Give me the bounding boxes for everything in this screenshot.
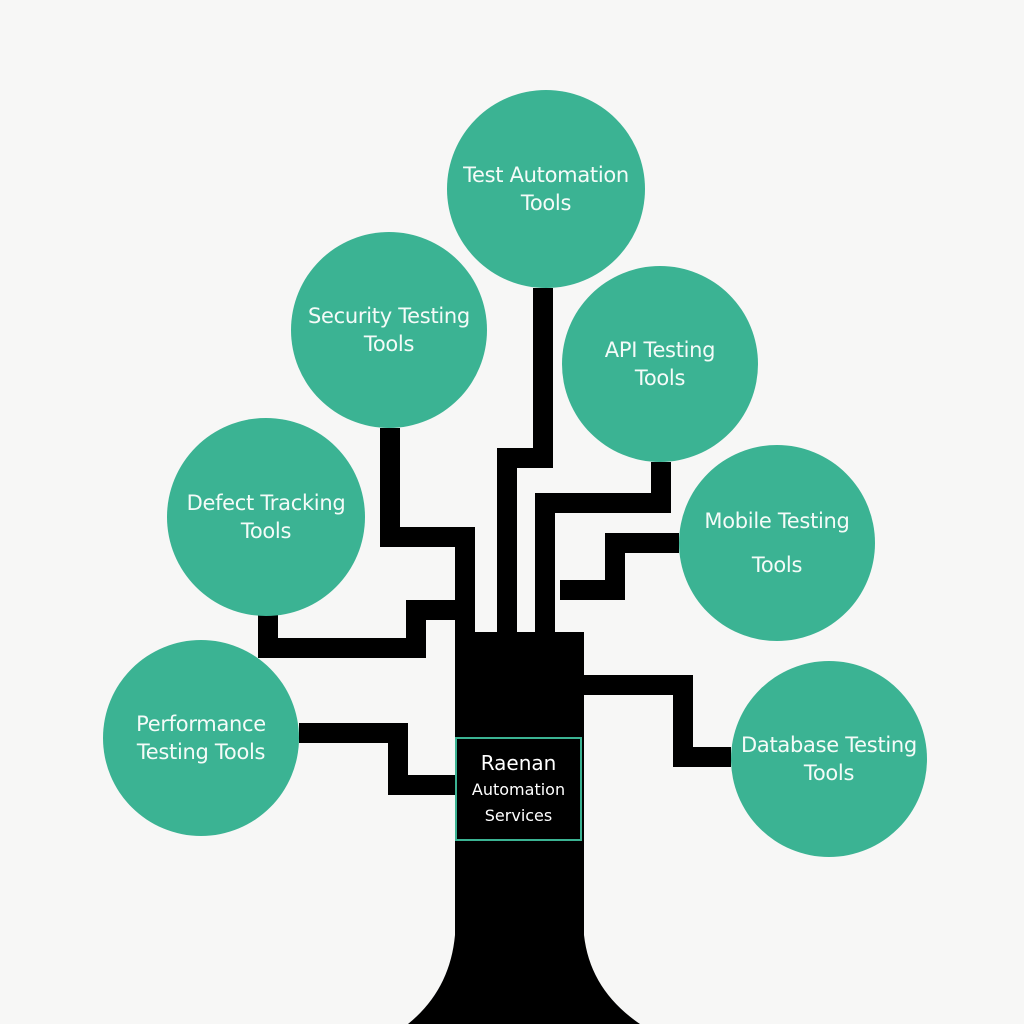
trunk-label-line-2: Automation bbox=[471, 780, 566, 799]
node-defect-line-2: Tools bbox=[240, 519, 292, 543]
node-database-testing-tools: Database Testing Tools bbox=[731, 661, 927, 857]
node-security-testing-tools: Security Testing Tools bbox=[291, 232, 487, 428]
node-db-line-1: Database Testing bbox=[741, 733, 917, 757]
branch-api-testing bbox=[535, 462, 671, 636]
node-defect-line-1: Defect Tracking bbox=[186, 491, 346, 515]
node-sec-line-2: Tools bbox=[363, 332, 415, 356]
trunk-label-title: Raenan bbox=[480, 751, 557, 775]
node-defect-tracking-tools: Defect Tracking Tools bbox=[167, 418, 365, 616]
branch-defect-tracking bbox=[258, 600, 462, 658]
node-sec-line-1: Security Testing bbox=[308, 304, 470, 328]
branch-mobile-testing bbox=[560, 533, 679, 600]
node-api-line-2: Tools bbox=[634, 366, 686, 390]
node-mobile-line-2: Tools bbox=[751, 553, 803, 577]
trunk-label-box: Raenan Automation Services bbox=[455, 737, 582, 841]
node-mobile-line-1: Mobile Testing bbox=[704, 509, 850, 533]
trunk bbox=[408, 632, 640, 1024]
node-test-automation-tools: Test Automation Tools bbox=[447, 90, 645, 288]
branch-performance-testing bbox=[299, 723, 460, 795]
trunk-label-line-3: Services bbox=[484, 806, 553, 825]
node-test-line-1: Test Automation bbox=[463, 163, 629, 187]
node-perf-line-2: Testing Tools bbox=[136, 740, 266, 764]
node-performance-testing-tools: Performance Testing Tools bbox=[103, 640, 299, 836]
node-mobile-testing-tools: Mobile Testing Tools bbox=[679, 445, 875, 641]
node-test-line-2: Tools bbox=[520, 191, 572, 215]
branch-test-automation bbox=[497, 288, 553, 636]
node-api-testing-tools: API Testing Tools bbox=[562, 266, 758, 462]
node-api-line-1: API Testing bbox=[604, 338, 716, 362]
node-perf-line-1: Performance bbox=[136, 712, 266, 736]
node-db-line-2: Tools bbox=[803, 761, 855, 785]
branch-security-testing bbox=[380, 428, 475, 636]
branch-database-testing bbox=[580, 675, 731, 767]
